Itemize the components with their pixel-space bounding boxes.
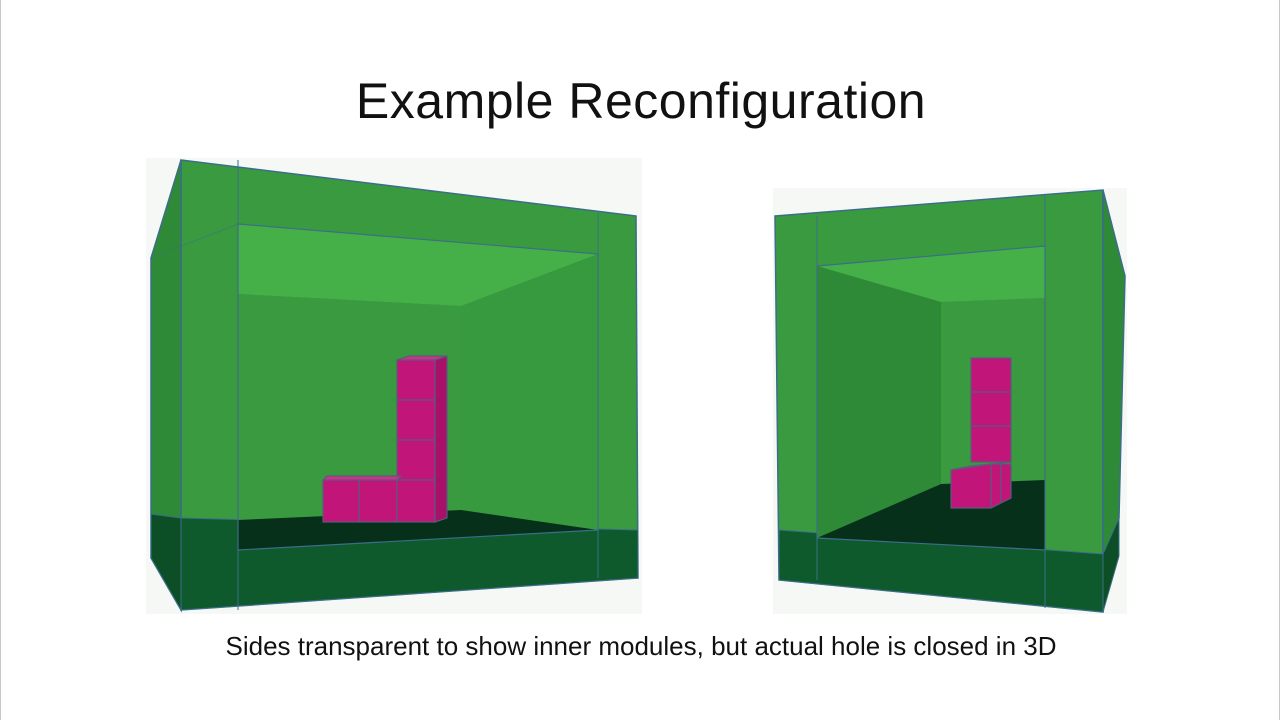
inner-right-wall — [461, 254, 598, 530]
frame-base-side — [1102, 517, 1120, 613]
module-stack-vertical — [396, 355, 448, 523]
inner-ceiling — [238, 224, 598, 306]
slide-title: Example Reconfiguration — [355, 73, 927, 129]
frame-base-side — [150, 513, 182, 612]
module-stack-vertical — [970, 357, 1012, 463]
slide-caption: Sides transparent to show inner modules,… — [225, 631, 1057, 661]
module-front-block — [950, 461, 1012, 509]
inner-left-wall — [817, 266, 941, 538]
module-row-horizontal — [321, 475, 403, 523]
right-3d-render — [773, 188, 1127, 614]
left-3d-render — [146, 158, 642, 614]
inner-ceiling — [817, 246, 1045, 302]
